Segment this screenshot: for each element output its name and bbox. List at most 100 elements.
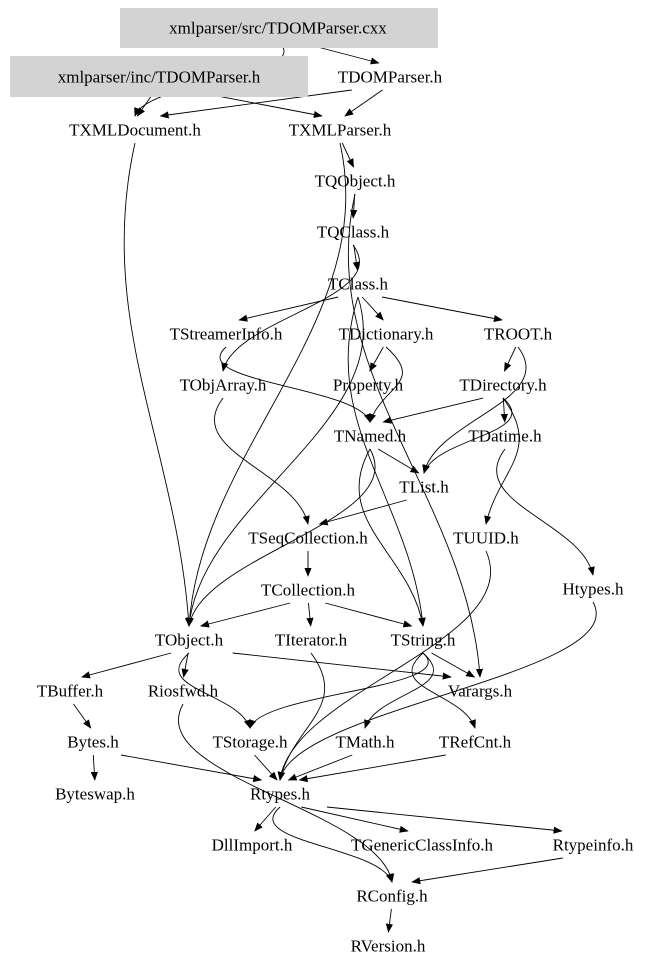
- node-label: RConfig.h: [356, 887, 428, 906]
- node-label: Htypes.h: [563, 580, 624, 599]
- edge-TDictionary-to-Property: [369, 346, 384, 372]
- node-label: Rtypeinfo.h: [553, 836, 634, 855]
- node-label: TSeqCollection.h: [248, 529, 368, 548]
- node-Riosfwd[interactable]: Riosfwd.h: [148, 682, 219, 701]
- node-TNamed[interactable]: TNamed.h: [334, 427, 407, 446]
- node-TMath[interactable]: TMath.h: [335, 733, 395, 752]
- edge-TClass-to-TString: [347, 296, 426, 627]
- edge-TClass-to-TStreamerInfo: [238, 296, 339, 322]
- node-TList[interactable]: TList.h: [399, 478, 449, 497]
- edge-TDatime-to-Htypes: [496, 448, 595, 576]
- node-label: TDOMParser.h: [338, 68, 443, 87]
- node-TString[interactable]: TString.h: [391, 631, 456, 650]
- node-TCollection[interactable]: TCollection.h: [261, 581, 355, 600]
- node-label: TIterator.h: [275, 631, 348, 650]
- node-Property[interactable]: Property.h: [333, 376, 404, 395]
- node-label: TGenericClassInfo.h: [351, 836, 494, 855]
- node-TROOT[interactable]: TROOT.h: [484, 325, 553, 344]
- node-label: xmlparser/src/TDOMParser.cxx: [169, 19, 387, 38]
- node-TQClass[interactable]: TQClass.h: [317, 223, 390, 242]
- node-TBuffer[interactable]: TBuffer.h: [37, 682, 104, 701]
- node-Byteswap[interactable]: Byteswap.h: [55, 785, 135, 804]
- edge-TDictionary-to-TNamed: [369, 346, 403, 423]
- node-label: TMath.h: [335, 733, 395, 752]
- edge-Rtypes-to-DllImport: [254, 806, 277, 832]
- node-label: TDirectory.h: [459, 376, 547, 395]
- node-RConfig[interactable]: RConfig.h: [356, 887, 428, 906]
- node-TObject[interactable]: TObject.h: [155, 631, 224, 650]
- edge-TCollection-to-TIterator: [306, 602, 314, 627]
- node-label: Riosfwd.h: [148, 682, 219, 701]
- edge-TString-to-TRefCnt: [411, 652, 476, 729]
- node-TDictionary[interactable]: TDictionary.h: [339, 325, 434, 344]
- edge-TObjArray-to-TSeqCollection: [214, 397, 310, 525]
- edge-Bytes-to-Byteswap: [90, 754, 98, 781]
- node-TSeqCollection[interactable]: TSeqCollection.h: [248, 529, 368, 548]
- node-TDOMParser[interactable]: TDOMParser.h: [338, 68, 443, 87]
- node-TIterator[interactable]: TIterator.h: [275, 631, 348, 650]
- node-label: TQObject.h: [315, 172, 396, 191]
- node-src[interactable]: xmlparser/src/TDOMParser.cxx: [120, 8, 438, 48]
- node-TStorage[interactable]: TStorage.h: [212, 733, 288, 752]
- node-TQObject[interactable]: TQObject.h: [315, 172, 396, 191]
- edge-TXMLParser-to-TObject: [185, 142, 347, 627]
- edge-TDirectory-to-TUUID: [484, 397, 520, 525]
- edge-TObject-to-TBuffer: [81, 652, 172, 679]
- edge-TDOMParser-to-TXMLDocument: [159, 89, 352, 119]
- node-label: Varargs.h: [448, 682, 513, 701]
- node-RVersion[interactable]: RVersion.h: [351, 937, 426, 956]
- node-label: TDictionary.h: [339, 325, 434, 344]
- node-Rtypeinfo[interactable]: Rtypeinfo.h: [553, 836, 634, 855]
- node-TDirectory[interactable]: TDirectory.h: [459, 376, 547, 395]
- edge-TDirectory-to-TList: [423, 397, 513, 474]
- edge-TBuffer-to-Bytes: [73, 703, 92, 729]
- node-highlight-box: [10, 56, 308, 97]
- edge-TString-to-TMath: [364, 652, 434, 729]
- node-Rtypes[interactable]: Rtypes.h: [250, 785, 310, 804]
- node-inc[interactable]: xmlparser/inc/TDOMParser.h: [10, 56, 308, 97]
- node-label: TObjArray.h: [180, 376, 267, 395]
- edges-layer: [73, 40, 597, 933]
- edge-TDOMParser-to-TXMLParser: [344, 89, 383, 117]
- edge-TQObject-to-Varargs: [347, 193, 484, 678]
- node-TObjArray[interactable]: TObjArray.h: [180, 376, 267, 395]
- edge-Rtypes-to-RConfig: [272, 806, 393, 883]
- edge-TXMLDocument-to-TObject: [123, 142, 193, 627]
- edge-TDirectory-to-TDatime: [500, 397, 508, 423]
- node-label: TString.h: [391, 631, 456, 650]
- node-label: TROOT.h: [484, 325, 553, 344]
- edge-TIterator-to-Rtypes: [278, 652, 325, 781]
- edge-TObject-to-Varargs: [232, 652, 452, 680]
- node-label: TObject.h: [155, 631, 224, 650]
- node-TClass[interactable]: TClass.h: [328, 275, 388, 294]
- edge-Rtypes-to-Rtypeinfo: [326, 806, 563, 834]
- edge-Riosfwd-to-RConfig: [178, 703, 395, 883]
- edge-TString-to-Varargs: [431, 652, 476, 678]
- node-label: TStreamerInfo.h: [170, 325, 283, 344]
- edge-RConfig-to-RVersion: [385, 908, 394, 933]
- node-TRefCnt[interactable]: TRefCnt.h: [439, 733, 512, 752]
- node-label: DllImport.h: [212, 836, 293, 855]
- edge-TQClass-to-TClass: [352, 244, 360, 271]
- node-TDatime[interactable]: TDatime.h: [468, 427, 542, 446]
- node-Htypes[interactable]: Htypes.h: [563, 580, 624, 599]
- node-DllImport[interactable]: DllImport.h: [212, 836, 293, 855]
- node-Bytes[interactable]: Bytes.h: [67, 733, 119, 752]
- edge-TCollection-to-TObject: [200, 602, 291, 628]
- node-label: RVersion.h: [351, 937, 426, 956]
- node-TUUID[interactable]: TUUID.h: [453, 529, 519, 548]
- node-TXMLParser[interactable]: TXMLParser.h: [289, 121, 392, 140]
- edge-TObject-to-Riosfwd: [181, 652, 189, 678]
- node-TGenericClassInfo[interactable]: TGenericClassInfo.h: [351, 836, 494, 855]
- node-label: TStorage.h: [212, 733, 288, 752]
- edge-Rtypes-to-TGenericClassInfo: [301, 806, 409, 833]
- edge-TNamed-to-TString: [358, 448, 426, 627]
- node-Varargs[interactable]: Varargs.h: [448, 682, 513, 701]
- node-TXMLDocument[interactable]: TXMLDocument.h: [69, 121, 201, 140]
- edge-Htypes-to-Rtypes: [277, 601, 597, 781]
- node-label: TCollection.h: [261, 581, 355, 600]
- node-label: TList.h: [399, 478, 449, 497]
- edge-TNamed-to-TObject: [186, 448, 376, 627]
- node-label: TUUID.h: [453, 529, 519, 548]
- node-TStreamerInfo[interactable]: TStreamerInfo.h: [170, 325, 283, 344]
